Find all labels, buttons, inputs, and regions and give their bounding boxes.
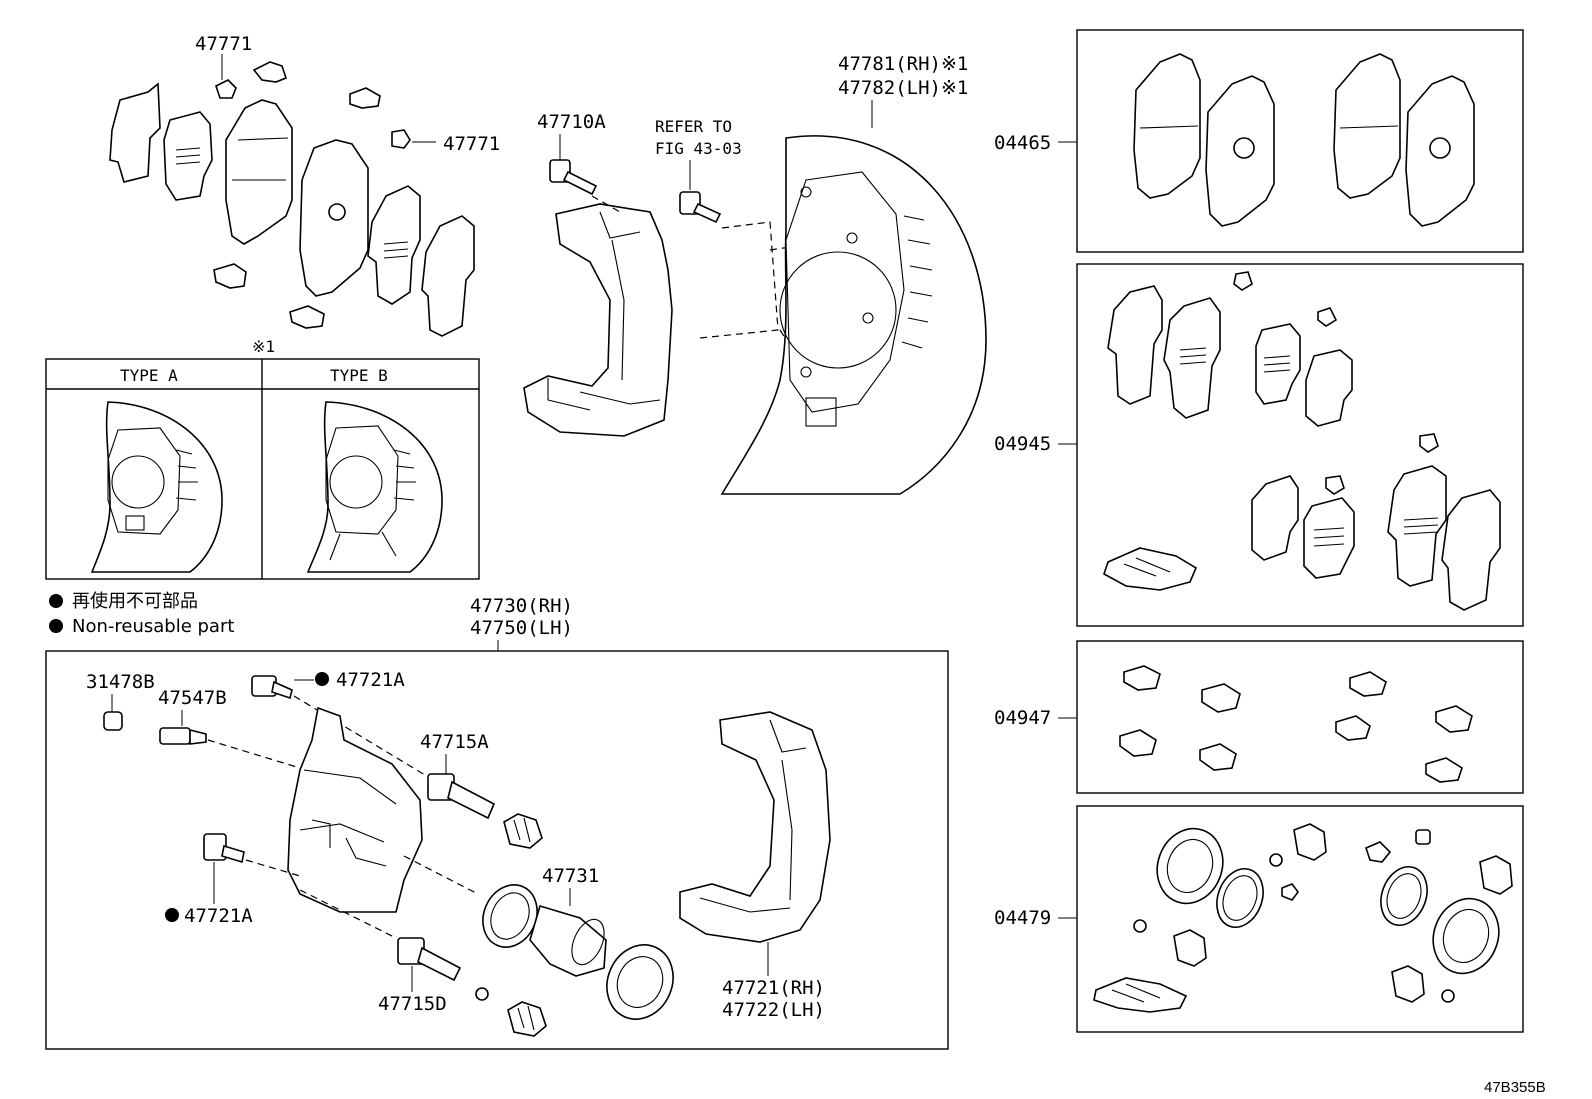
label-mount-lh: 47722(LH) (722, 999, 825, 1021)
non-reusable-dot-en (49, 619, 63, 633)
label-type-a: TYPE A (120, 366, 178, 385)
label-kit-pads: 04465 (994, 132, 1051, 154)
dust-shield-type-b (306, 401, 443, 573)
label-pin-a: 47715A (420, 731, 489, 753)
caliper-bolt-top (251, 675, 293, 700)
caliper-bolt-bottom (203, 833, 245, 864)
disc-dust-shield (720, 135, 987, 495)
label-type-b: TYPE B (330, 366, 388, 385)
pad-clip-5 (213, 263, 247, 289)
mounting-bolt-upper (549, 159, 598, 196)
legend-en: Non-reusable part (72, 616, 234, 637)
piston-boot (606, 944, 674, 1020)
kit-box-pads (1076, 29, 1524, 253)
caliper-assembly-box (45, 650, 949, 1050)
slide-pin-d (397, 937, 462, 982)
shield-type-box (45, 358, 480, 580)
label-kit-clips: 04947 (994, 707, 1051, 729)
pad-assembly-group (109, 54, 475, 337)
kit-box-shims (1076, 263, 1524, 627)
caliper-mounting-bracket (523, 203, 673, 437)
kit-pad-set-1 (1133, 53, 1275, 227)
caliper-mounting-bracket-2 (679, 711, 831, 943)
label-shield-rh: 47781(RH)※1 (838, 53, 968, 75)
footer-code: 47B355B (1484, 1079, 1546, 1096)
label-refer-2: FIG 43-03 (655, 139, 742, 158)
pad-clip-6 (289, 305, 325, 329)
non-reusable-dot-bolt-bottom (165, 908, 179, 922)
kit-box-seals (1076, 805, 1524, 1033)
label-pin-d: 47715D (378, 993, 447, 1015)
kit-box-clips (1076, 640, 1524, 794)
label-bolt-a-bottom: 47721A (184, 905, 253, 927)
kit-seal-set (1093, 823, 1513, 1013)
label-caliper-lh: 47750(LH) (470, 617, 573, 639)
small-ring (475, 987, 489, 1001)
label-cap: 31478B (86, 671, 155, 693)
dust-shield-type-a (90, 401, 223, 573)
pad-clip-1 (215, 79, 237, 99)
piston-seal (482, 884, 538, 948)
slide-pin-a (427, 773, 496, 820)
label-mount-rh: 47721(RH) (722, 977, 825, 999)
kit-clip-set (1119, 665, 1473, 783)
kit-shim-set (1103, 271, 1501, 611)
pad-clip-2 (252, 61, 287, 83)
bleeder-cap (103, 711, 123, 731)
label-kit-seals: 04479 (994, 907, 1051, 929)
label-kit-shims: 04945 (994, 433, 1051, 455)
mounting-bolt-right (679, 191, 722, 224)
pin-boot-upper (503, 813, 543, 849)
label-clip-right: 47771 (443, 133, 500, 155)
label-piston: 47731 (542, 865, 599, 887)
non-reusable-dot-bolt-top (315, 672, 329, 686)
label-bolt-upper: 47710A (537, 111, 606, 133)
pad-clip-4 (391, 129, 411, 149)
label-clip-top: 47771 (195, 33, 252, 55)
bleeder-plug (159, 727, 207, 745)
non-reusable-dot-jp (49, 594, 63, 608)
anti-squeal-shim (367, 185, 421, 305)
label-bolt-a-top: 47721A (336, 669, 405, 691)
label-refer-1: REFER TO (655, 117, 732, 136)
label-note-mark: ※1 (252, 337, 275, 356)
label-shield-lh: 47782(LH)※1 (838, 77, 968, 99)
pad-clip-3 (349, 87, 381, 109)
pin-boot-lower (507, 1001, 547, 1037)
brake-pad-outer (225, 99, 293, 245)
caliper-body (287, 706, 423, 913)
caliper-piston (529, 905, 607, 977)
kit-pad-set-2 (1333, 53, 1475, 227)
pad-shim-outer (109, 82, 161, 183)
pad-shim-rear (421, 215, 475, 337)
label-caliper-rh: 47730(RH) (470, 595, 573, 617)
legend-jp: 再使用不可部品 (72, 591, 198, 612)
label-bleeder: 47547B (158, 687, 227, 709)
